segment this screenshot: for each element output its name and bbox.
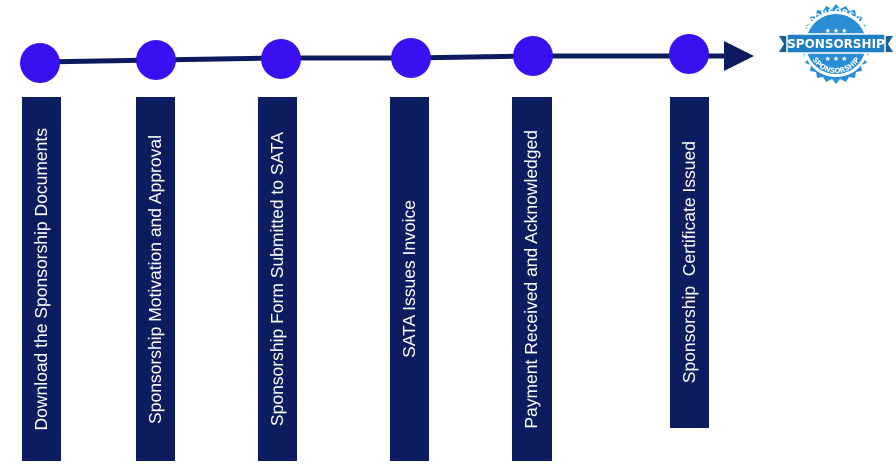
badge-ribbon-text: SPONSORSHIP: [787, 37, 885, 51]
step-box-4: SATA Issues Invoice: [390, 97, 429, 461]
step-box-5: Payment Received and Acknowledged: [512, 97, 552, 461]
step-box-6: Sponsorship Certificate Issued: [670, 97, 709, 428]
step-node-4: [391, 38, 431, 78]
badge-stars-bottom: ★ ★ ★: [825, 55, 848, 63]
badge-ribbon: [786, 33, 886, 54]
badge-stars: ★ ★ ★: [825, 27, 848, 35]
step-label-3: Sponsorship Form Submitted to SATA: [266, 131, 287, 427]
timeline-line-2: [155, 55, 282, 63]
step-label-6: Sponsorship Certificate Issued: [678, 141, 699, 384]
step-label-5: Payment Received and Acknowledged: [521, 129, 542, 429]
step-node-2: [136, 40, 176, 80]
timeline-line-4: [410, 53, 534, 61]
timeline: [20, 34, 755, 83]
step-node-1: [20, 43, 60, 83]
step-node-5: [513, 36, 553, 76]
step-box-1: Download the Sponsorship Documents: [22, 97, 61, 461]
step-label-4: SATA Issues Invoice: [398, 200, 419, 358]
step-label-1: Download the Sponsorship Documents: [30, 127, 51, 431]
sponsorship-badge-icon: SPONSORSHIP SPONSORSHIP ★ ★ ★ ★ ★ ★ SPON…: [779, 4, 893, 84]
step-node-6: [669, 34, 709, 74]
step-node-3: [261, 39, 301, 79]
step-label-2: Sponsorship Motivation and Approval: [144, 134, 165, 424]
step-box-2: Sponsorship Motivation and Approval: [136, 97, 175, 461]
step-box-3: Sponsorship Form Submitted to SATA: [258, 97, 297, 461]
